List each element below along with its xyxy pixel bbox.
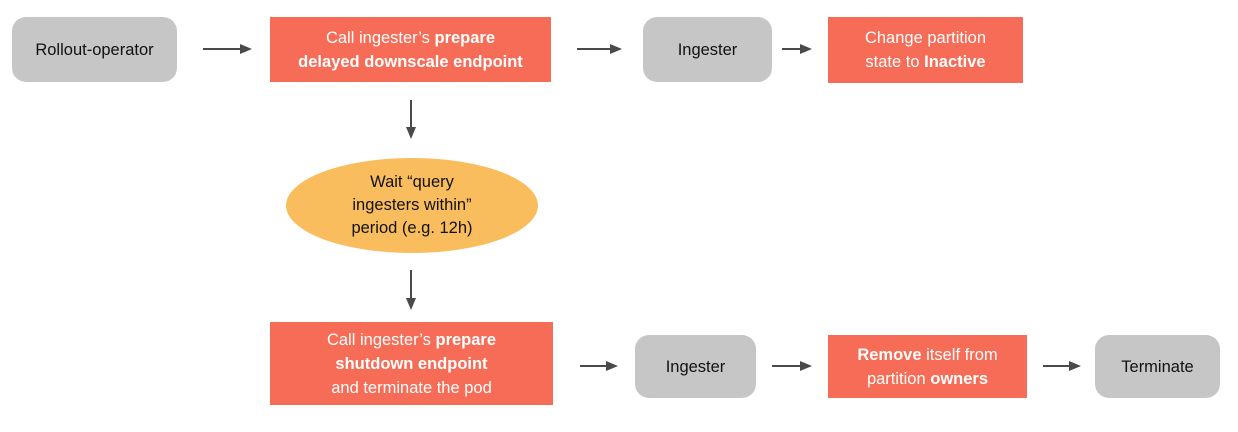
text-segment: partition	[866, 369, 931, 388]
arrow-right-icon	[580, 361, 618, 371]
node-prepare-shutdown-endpoint: Call ingester’s prepare shutdown endpoin…	[270, 322, 553, 405]
node-label: Terminate	[1121, 357, 1194, 376]
text-segment: itself from	[921, 345, 998, 364]
node-ingester-top: Ingester	[643, 17, 772, 82]
text-segment: owners	[930, 369, 989, 388]
text-line: period (e.g. 12h)	[351, 219, 473, 237]
text-line: Wait “query	[370, 173, 454, 191]
text-segment: shutdown endpoint	[335, 354, 488, 373]
text-line: shutdown endpoint	[335, 352, 487, 376]
text-line: state to Inactive	[865, 50, 985, 74]
node-change-partition-state: Change partition state to Inactive	[828, 17, 1023, 83]
text-line: Remove itself from	[857, 343, 997, 367]
arrow-down-icon	[406, 100, 416, 139]
text-line: and terminate the pod	[331, 376, 492, 400]
arrow-right-icon	[203, 44, 252, 54]
text-segment: Change partition	[864, 29, 987, 47]
text-line: delayed downscale endpoint	[298, 50, 523, 74]
text-line: Call ingester’s prepare	[326, 26, 495, 50]
arrow-right-icon	[772, 361, 812, 371]
node-label: Rollout-operator	[35, 40, 154, 59]
text-segment: prepare	[434, 28, 496, 47]
text-line: partition owners	[867, 367, 988, 391]
text-line: Change partition	[865, 26, 986, 50]
arrow-right-icon	[782, 44, 812, 54]
node-label: Ingester	[677, 40, 738, 59]
node-rollout-operator: Rollout-operator	[12, 17, 177, 82]
text-segment: and terminate the pod	[331, 378, 492, 397]
text-segment: Remove	[857, 345, 922, 364]
arrow-down-icon	[406, 270, 416, 310]
arrow-right-icon	[1043, 361, 1081, 371]
node-label: Ingester	[665, 357, 726, 376]
text-line: ingesters within”	[352, 196, 472, 214]
text-segment: Inactive	[924, 53, 986, 71]
text-segment: delayed downscale endpoint	[298, 52, 523, 71]
node-ingester-bottom: Ingester	[635, 335, 756, 398]
node-terminate: Terminate	[1095, 335, 1220, 398]
node-remove-from-partition-owners: Remove itself from partition owners	[828, 335, 1027, 398]
text-segment: prepare	[435, 330, 497, 349]
node-prepare-delayed-downscale-endpoint: Call ingester’s prepare delayed downscal…	[270, 17, 551, 82]
text-segment: state to	[865, 53, 925, 71]
node-wait-query-ingesters-within-period: Wait “query ingesters within” period (e.…	[286, 158, 538, 253]
text-segment: Call ingester’s	[326, 330, 436, 349]
arrow-right-icon	[577, 44, 622, 54]
text-line: Call ingester’s prepare	[327, 328, 496, 352]
text-segment: Call ingester’s	[325, 28, 435, 47]
